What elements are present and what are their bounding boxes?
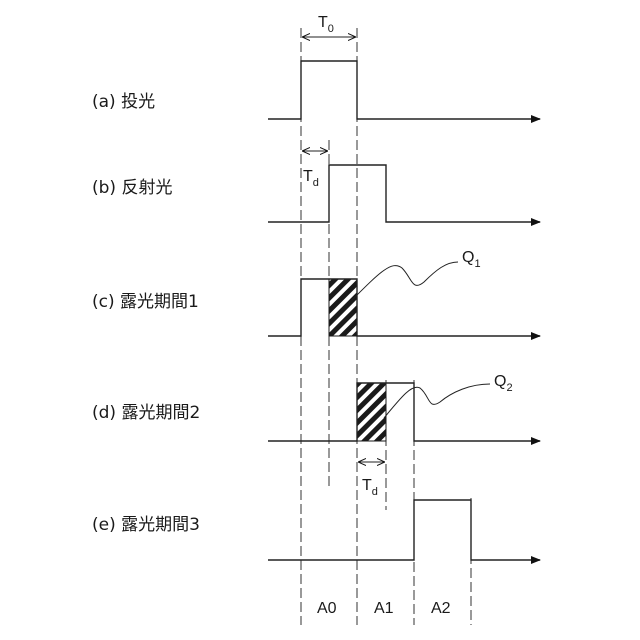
q2-label: Q2	[494, 373, 513, 394]
waveform-exposure-period-2	[268, 383, 540, 441]
row-label-exposure-period-2: (d) 露光期間2	[92, 403, 200, 423]
row-label-exposure-period-1: (c) 露光期間1	[92, 292, 199, 312]
td-label-lower: Td	[362, 477, 378, 498]
period-label-a2: A2	[431, 600, 451, 617]
td-dimension-lower: Td	[359, 462, 384, 498]
hatched-region-q2	[357, 383, 386, 441]
t0-label: T0	[318, 14, 334, 35]
td-dimension-upper: Td	[303, 151, 327, 189]
waveform-exposure-period-3	[268, 500, 540, 560]
waveform-exposure-period-1	[268, 279, 540, 336]
row-label-exposure-period-3: (e) 露光期間3	[92, 515, 200, 535]
waveform-projected-light	[268, 61, 540, 119]
hatched-region-q1	[329, 279, 357, 336]
q2-leader: Q2	[384, 373, 513, 418]
q1-label: Q1	[462, 249, 481, 270]
row-label-reflected-light: (b) 反射光	[92, 178, 172, 198]
row-label-projected-light: (a) 投光	[92, 92, 155, 112]
t0-dimension: T0	[303, 14, 355, 37]
period-label-a0: A0	[317, 600, 337, 617]
guide-lines	[301, 28, 471, 625]
q1-leader: Q1	[352, 249, 481, 300]
td-label-upper: Td	[303, 168, 319, 189]
period-label-a1: A1	[374, 600, 394, 617]
